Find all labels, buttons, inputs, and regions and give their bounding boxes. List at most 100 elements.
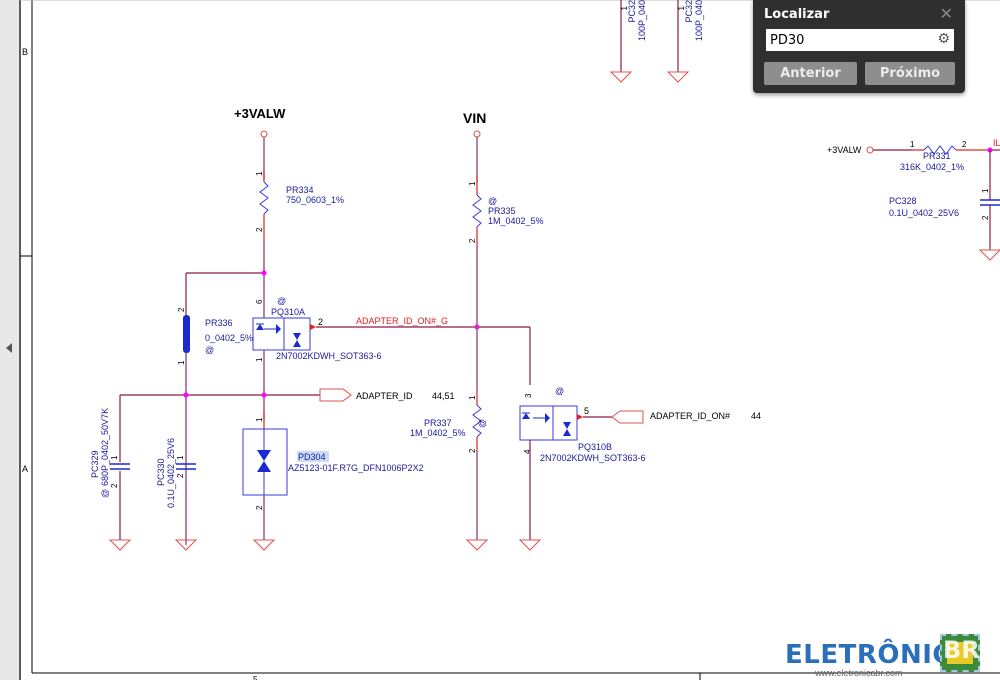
net-3valw-label: +3VALW [234, 106, 286, 121]
pr331-ref: PR331 [923, 151, 951, 161]
svg-text:4: 4 [523, 449, 532, 454]
net-adapter-id-on: ADAPTER_ID_ON# [650, 411, 730, 421]
pq310b-value: 2N7002KDWH_SOT363-6 [540, 453, 646, 463]
find-dialog-title: Localizar [764, 7, 830, 22]
pr335-resistor[interactable]: 1 2 @ PR335 1M_0402_5% [468, 175, 544, 245]
svg-text:1: 1 [910, 140, 915, 149]
watermark-logo: ELETRÔNICA www.eletronicabr.com BR [785, 634, 980, 678]
svg-text:6: 6 [255, 299, 264, 304]
pq310a-value: 2N7002KDWH_SOT363-6 [276, 351, 382, 361]
collapse-arrow-icon[interactable] [6, 343, 12, 353]
svg-text:2: 2 [981, 215, 990, 220]
svg-text:1: 1 [255, 171, 264, 176]
gear-icon[interactable]: ⚙ [937, 31, 950, 47]
pr331-resistor[interactable]: 1 2 PR331 316K_0402_1% [900, 140, 990, 172]
pc330-value: 0.1U_0402_25V6 [166, 438, 176, 508]
svg-text:5: 5 [584, 406, 589, 416]
svg-text:2: 2 [177, 307, 186, 312]
pq310b-mosfet[interactable]: 3 4 5 @ PQ310B 2N7002KDWH_SOT363-6 [519, 386, 646, 463]
ground-symbol [465, 539, 489, 551]
offpage-connector-adapter-id[interactable] [319, 388, 352, 402]
svg-text:1: 1 [255, 357, 264, 362]
pq310b-ref: PQ310B [578, 442, 612, 452]
svg-text:2: 2 [255, 505, 264, 510]
svg-text:1: 1 [177, 360, 186, 365]
junction-dot [183, 392, 189, 398]
pc329-capacitor[interactable]: 1 2 PC329 @ 680P_0402_50V7K [90, 395, 132, 551]
pc32a-value: 100P_040 [637, 0, 647, 41]
net-3valw-right: +3VALW [827, 145, 862, 155]
pr337-ref: PR337 [424, 418, 452, 428]
svg-text:1: 1 [677, 5, 686, 10]
svg-text:1: 1 [255, 417, 264, 422]
pc32b-value: 100P_040 [694, 0, 704, 41]
svg-text:1: 1 [176, 455, 185, 460]
pc32-a[interactable]: 1 PC32 100P_040 [609, 0, 647, 83]
svg-text:2: 2 [255, 227, 264, 232]
net-adapter-id-pages: 44,51 [432, 391, 455, 401]
ground-symbol [518, 539, 542, 551]
previous-button[interactable]: Anterior [764, 62, 857, 85]
junction-dot [261, 270, 267, 276]
svg-text:@: @ [100, 489, 110, 498]
svg-text:1: 1 [468, 181, 477, 186]
pc330-capacitor[interactable]: 1 2 PC330 0.1U_0402_25V6 [156, 438, 198, 551]
zone-label-b: B [22, 47, 28, 57]
find-dialog: Localizar ✕ ⚙ Anterior Próximo [753, 0, 965, 93]
pc328-value: 0.1U_0402_25V6 [889, 208, 959, 218]
net-adapter-id-on-g: ADAPTER_ID_ON#_G [356, 316, 448, 326]
svg-text:@: @ [477, 419, 487, 428]
next-button[interactable]: Próximo [865, 62, 955, 85]
svg-text:2: 2 [962, 140, 967, 149]
svg-text:@: @ [555, 386, 564, 396]
pq310a-ref: PQ310A [271, 307, 305, 317]
zone-label-5: 5 [253, 675, 258, 680]
pq310a-mosfet[interactable]: 6 1 2 @ PQ310A 2N7002KDWH_SOT363-6 [252, 296, 382, 362]
pd304-diode[interactable]: 1 2 PD304 AZ5123-01F.R7G_DFN1006P2X2 [242, 410, 424, 551]
svg-text:3: 3 [524, 393, 533, 398]
svg-text:1: 1 [620, 5, 629, 10]
pr336-resistor[interactable]: 2 1 PR336 0_0402_5% @ [177, 307, 253, 365]
pr334-resistor[interactable]: 1 2 PR334 750_0603_1% [255, 170, 344, 240]
pc328-ref: PC328 [889, 196, 917, 206]
pc329-value: 680P_0402_50V7K [100, 408, 110, 486]
net-vin-label: VIN [463, 110, 486, 126]
power-port-3valw-right[interactable] [866, 146, 874, 154]
search-highlight [297, 451, 329, 462]
pr337-resistor[interactable]: 1 2 @ PR337 1M_0402_5% [410, 390, 487, 453]
pr337-value: 1M_0402_5% [410, 428, 466, 438]
pr334-value: 750_0603_1% [286, 195, 344, 205]
svg-text:1: 1 [981, 188, 990, 193]
zone-label-a: A [22, 464, 28, 474]
power-port-vin[interactable] [473, 130, 481, 138]
pc32b-ref: PC32 [684, 0, 694, 23]
offpage-connector-adapter-id-on[interactable] [611, 410, 644, 424]
pc32-b[interactable]: 1 PC32 100P_040 [666, 0, 704, 83]
pr335-ref: PR335 [488, 206, 516, 216]
svg-text:2: 2 [468, 448, 477, 453]
pc329-ref: PC329 [90, 450, 100, 478]
pd304-value: AZ5123-01F.R7G_DFN1006P2X2 [288, 463, 424, 473]
svg-text:@: @ [205, 345, 214, 355]
pr336-ref: PR336 [205, 318, 233, 328]
svg-text:2: 2 [110, 483, 119, 488]
pc32a-ref: PC32 [627, 0, 637, 23]
power-port-3valw[interactable] [260, 130, 268, 138]
pc330-ref: PC330 [156, 458, 166, 486]
junction-dot [261, 392, 267, 398]
pr334-ref: PR334 [286, 185, 314, 195]
pd304-ref: PD304 [298, 452, 326, 462]
svg-text:1: 1 [110, 455, 119, 460]
pr335-value: 1M_0402_5% [488, 216, 544, 226]
net-adapter-id-on-pages: 44 [751, 411, 761, 421]
pr336-value: 0_0402_5% [205, 333, 253, 343]
pc328-capacitor[interactable]: 1 2 PC328 0.1U_0402_25V6 [889, 150, 1000, 261]
watermark-url: www.eletronicabr.com [815, 668, 903, 678]
close-icon[interactable]: ✕ [939, 4, 953, 23]
find-search-input[interactable] [766, 29, 930, 51]
svg-text:@: @ [488, 196, 497, 206]
net-il-partial: IL [993, 138, 1000, 148]
svg-text:2: 2 [318, 317, 323, 327]
watermark-badge: BR [943, 636, 980, 664]
